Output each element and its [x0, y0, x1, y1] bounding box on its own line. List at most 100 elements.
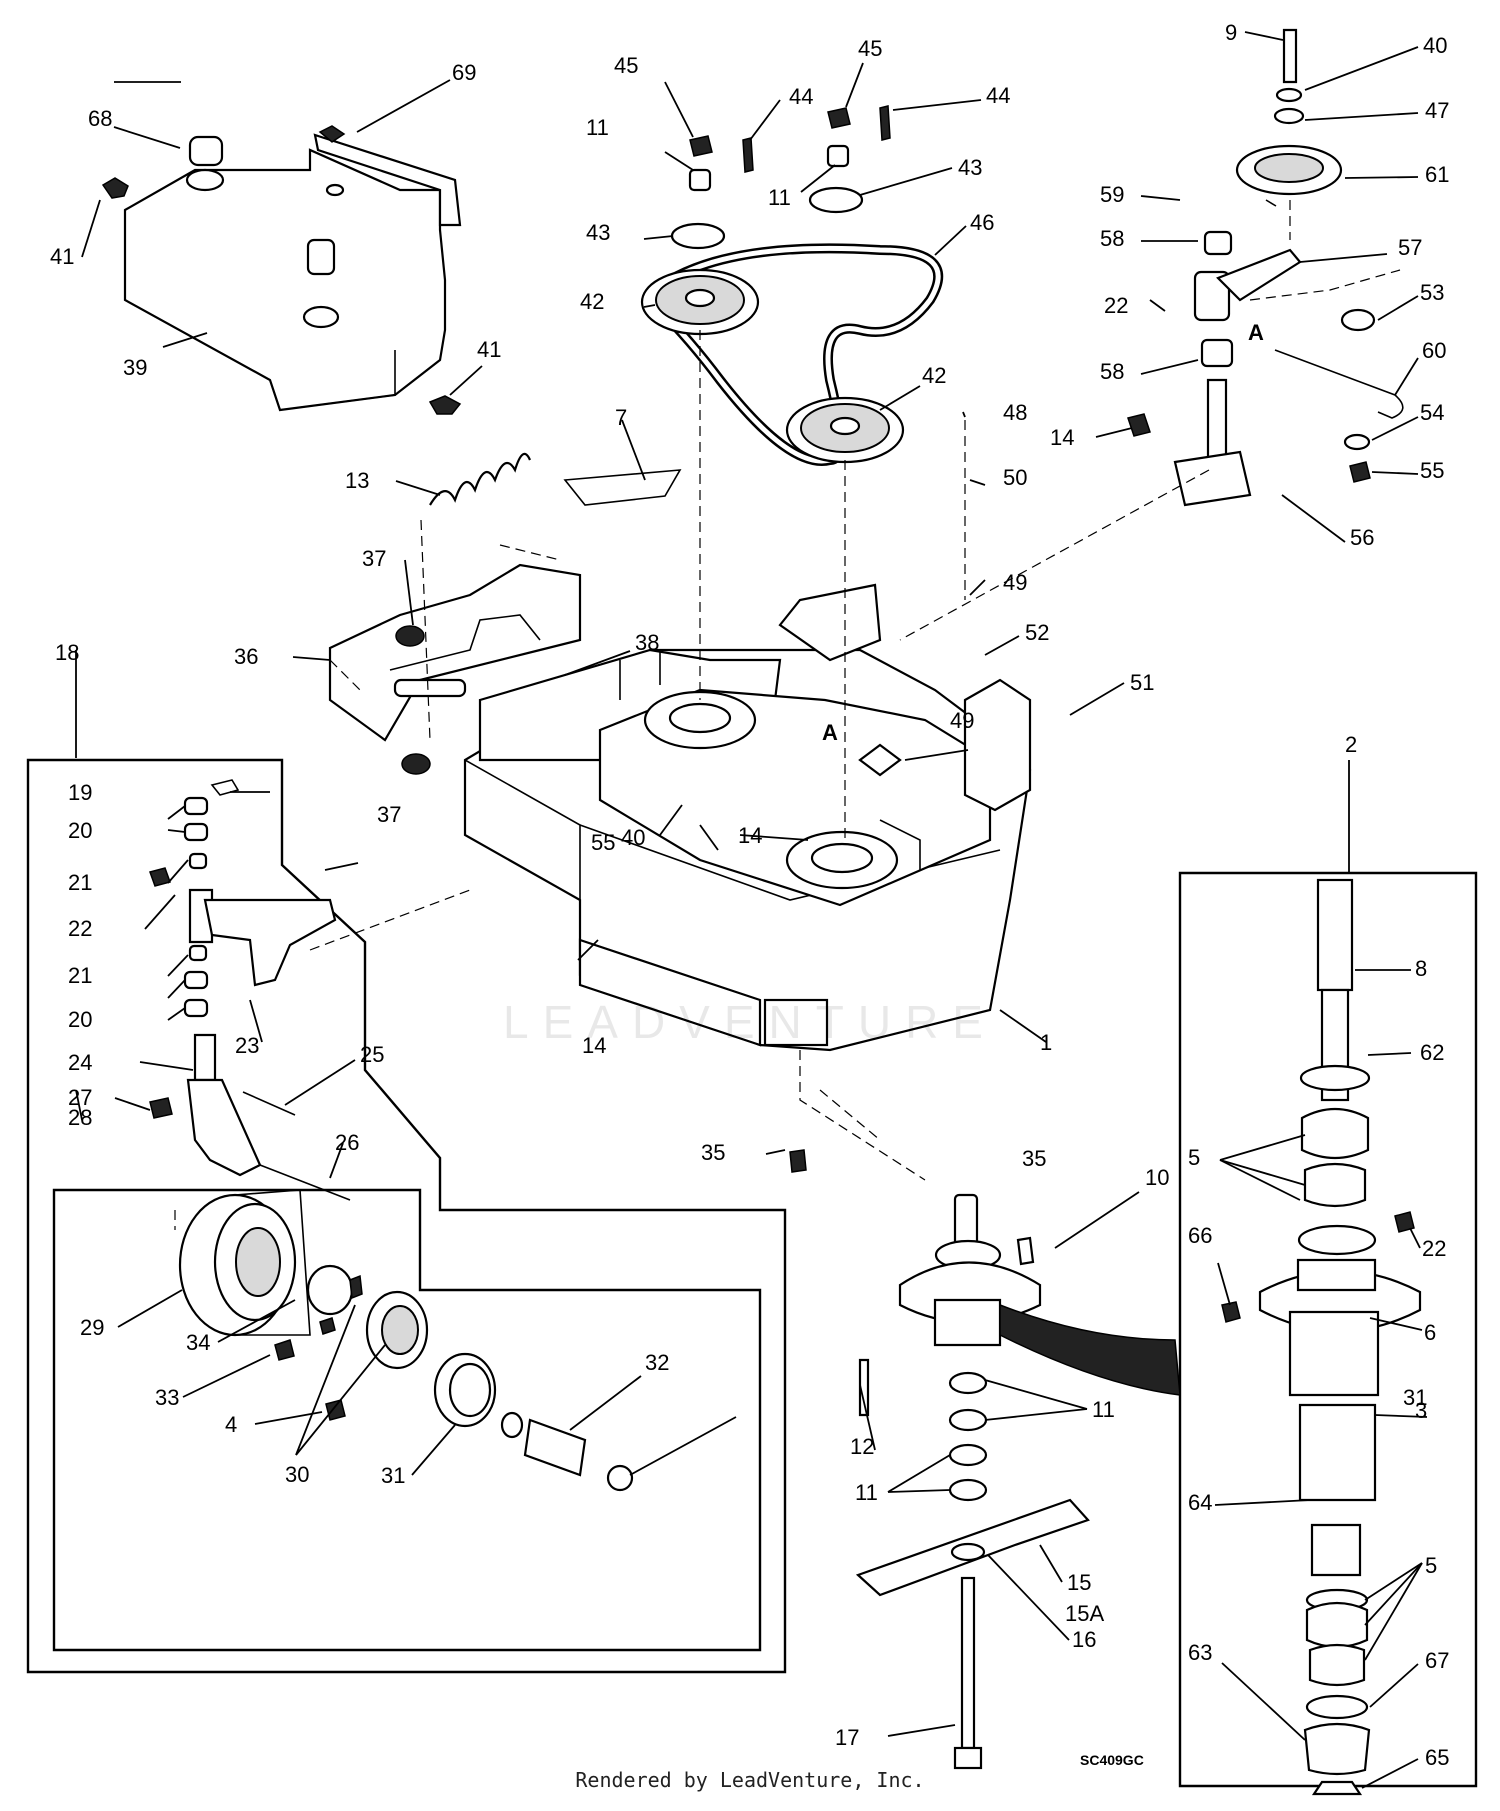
- idler-pulley-kit: [178, 1189, 634, 1492]
- callout-c22c: 22: [1422, 1236, 1446, 1261]
- callout-c26: 26: [335, 1130, 359, 1155]
- callout-c36: 36: [234, 644, 258, 669]
- callout-c18: 18: [55, 640, 79, 665]
- callout-c43a: 43: [586, 220, 610, 245]
- view-marker-a-1: A: [1248, 320, 1264, 345]
- alignment-lines: [174, 200, 1401, 1230]
- callout-c53: 53: [1420, 280, 1444, 305]
- callout-c20b: 20: [68, 1007, 92, 1032]
- callout-c42b: 42: [922, 363, 946, 388]
- callout-c41b: 41: [477, 337, 501, 362]
- callout-c2: 2: [1345, 732, 1357, 757]
- idler-pulley-subframe: [52, 1188, 762, 1652]
- callout-c11c: 11: [1092, 1397, 1115, 1422]
- callout-c47: 47: [1425, 98, 1449, 123]
- callout-labels: 1234556789101111111112131414141515A16171…: [50, 20, 1449, 1770]
- callout-c38: 38: [635, 630, 659, 655]
- callout-c64: 64: [1188, 1490, 1212, 1515]
- wing-knob-icon: [101, 125, 462, 415]
- callout-c40b: 40: [621, 825, 645, 850]
- callout-c11b: 11: [768, 185, 791, 210]
- callout-c45a: 45: [614, 53, 638, 78]
- callout-c67: 67: [1425, 1648, 1449, 1673]
- callout-c55a: 55: [591, 830, 615, 855]
- callout-c15: 15: [1067, 1570, 1091, 1595]
- idler-arm-assembly: [1127, 28, 1404, 507]
- callout-c9: 9: [1225, 20, 1237, 45]
- callout-c63: 63: [1188, 1640, 1212, 1665]
- idler-bracket: [328, 563, 582, 775]
- callout-c21a: 21: [68, 870, 92, 895]
- blow-up-leader: [999, 1303, 1181, 1396]
- callout-c52: 52: [1025, 620, 1049, 645]
- callout-c25: 25: [360, 1042, 384, 1067]
- render-credit: Rendered by LeadVenture, Inc.: [575, 1768, 925, 1792]
- callout-c12: 12: [850, 1434, 874, 1459]
- spindle-assembly-frame: [1178, 871, 1478, 1788]
- callout-c16: 16: [1072, 1627, 1096, 1652]
- callout-c8: 8: [1415, 956, 1427, 981]
- callout-c34: 34: [186, 1330, 210, 1355]
- callout-c20a: 20: [68, 818, 92, 843]
- callout-c33: 33: [155, 1385, 179, 1410]
- callout-c11a: 11: [586, 115, 609, 140]
- callout-c55b: 55: [1420, 458, 1444, 483]
- callout-c14c: 14: [582, 1033, 606, 1058]
- long-bolt: [563, 469, 682, 506]
- callout-c58b: 58: [1100, 359, 1124, 384]
- callout-c45b: 45: [858, 36, 882, 61]
- callout-c69: 69: [452, 60, 476, 85]
- callout-c14b: 14: [738, 823, 762, 848]
- callout-c21b: 21: [68, 963, 92, 988]
- pulley-left: [640, 268, 760, 336]
- callout-c42a: 42: [580, 289, 604, 314]
- callout-c15A: 15A: [1065, 1601, 1104, 1626]
- callout-c58a: 58: [1100, 226, 1124, 251]
- callout-c35a: 35: [1022, 1146, 1046, 1171]
- callout-c14a: 14: [1050, 425, 1074, 450]
- callout-c3: 3: [1415, 1398, 1427, 1423]
- callout-c48: 48: [1003, 400, 1027, 425]
- callout-c32: 32: [645, 1350, 669, 1375]
- pulley-right: [785, 396, 905, 464]
- callout-c59: 59: [1100, 182, 1124, 207]
- callout-c29: 29: [80, 1315, 104, 1340]
- callout-c35b: 35: [701, 1140, 725, 1165]
- callout-c4: 4: [225, 1412, 237, 1437]
- callout-c7: 7: [615, 405, 627, 430]
- callout-c30: 30: [285, 1462, 309, 1487]
- callout-c62: 62: [1420, 1040, 1444, 1065]
- callout-c49b: 49: [950, 708, 974, 733]
- callout-c22a: 22: [68, 916, 92, 941]
- callout-c13: 13: [345, 468, 369, 493]
- callout-c44a: 44: [789, 84, 813, 109]
- callout-c57: 57: [1398, 235, 1422, 260]
- spindle-housing: [789, 1149, 1181, 1770]
- callout-c37a: 37: [362, 546, 386, 571]
- callout-c56: 56: [1350, 525, 1374, 550]
- callout-c66: 66: [1188, 1223, 1212, 1248]
- callout-c6: 6: [1424, 1320, 1436, 1345]
- shield-bumper: [188, 135, 224, 167]
- callout-c40a: 40: [1423, 33, 1447, 58]
- belt-shield: [123, 133, 462, 412]
- callout-c22b: 22: [1104, 293, 1128, 318]
- callout-c46: 46: [970, 210, 994, 235]
- callout-c23: 23: [235, 1033, 259, 1058]
- drawing-code: SC409GC: [1080, 1752, 1144, 1768]
- callout-c5a: 5: [1188, 1145, 1200, 1170]
- mower-deck: [463, 583, 1032, 1052]
- pulley-hubs: [670, 105, 891, 250]
- callout-c5b: 5: [1425, 1553, 1437, 1578]
- callout-c28: 28: [68, 1105, 92, 1130]
- callout-c19: 19: [68, 780, 92, 805]
- callout-c11d: 11: [855, 1480, 878, 1505]
- callout-c31b: 31: [381, 1463, 405, 1488]
- callout-c39: 39: [123, 355, 147, 380]
- callout-c65: 65: [1425, 1745, 1449, 1770]
- callout-c24: 24: [68, 1050, 92, 1075]
- spindle-exploded: [1221, 878, 1422, 1796]
- callout-c50: 50: [1003, 465, 1027, 490]
